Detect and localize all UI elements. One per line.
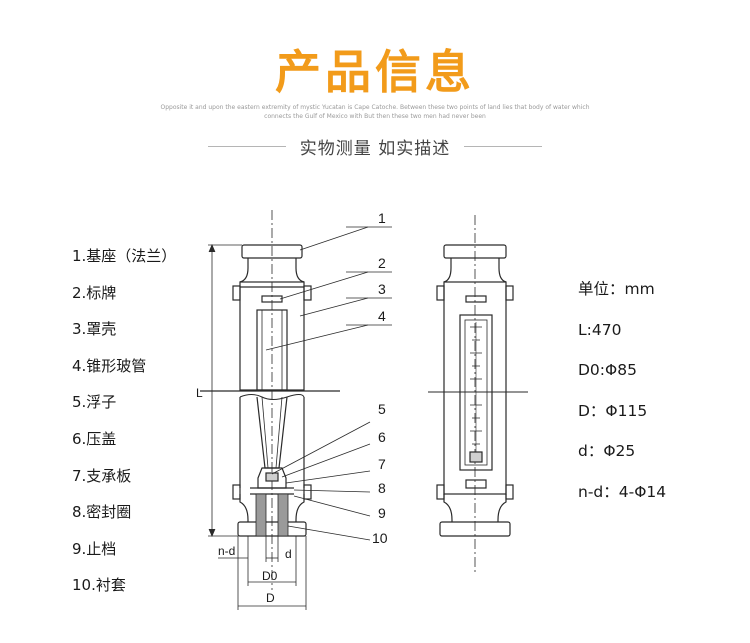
parts-list-item: 7.支承板 bbox=[72, 466, 132, 485]
callout-leaders bbox=[265, 226, 392, 541]
callout-5: 5 bbox=[378, 401, 386, 417]
callout-numbers: 1 2 3 4 5 6 7 8 9 10 bbox=[372, 210, 388, 546]
tagline: 实物测量 如实描述 bbox=[299, 139, 451, 159]
parts-list-item: 10.衬套 bbox=[72, 576, 126, 595]
english-subtitle: Opposite it and upon the eastern extremi… bbox=[110, 103, 640, 121]
side-view bbox=[428, 215, 528, 575]
front-view bbox=[200, 210, 340, 590]
sight-window bbox=[459, 314, 493, 471]
glass-tube bbox=[256, 309, 288, 391]
parts-list-item: 9.止档 bbox=[72, 539, 117, 558]
dimension-labels: L n-d d D0 D bbox=[196, 386, 292, 605]
dimension-label-nd: n-d bbox=[218, 544, 235, 558]
spec-item: L:470 bbox=[578, 320, 622, 339]
spec-item: d：Φ25 bbox=[578, 442, 636, 460]
tagline-rule-right bbox=[464, 146, 543, 147]
callout-10: 10 bbox=[372, 530, 388, 546]
dimension-label-D: D bbox=[266, 591, 275, 605]
parts-list-item: 3.罩壳 bbox=[72, 320, 117, 339]
tagline-rule-left bbox=[207, 146, 286, 147]
callout-7: 7 bbox=[378, 456, 386, 472]
parts-list-item: 4.锥形玻管 bbox=[72, 356, 147, 375]
callout-3: 3 bbox=[378, 281, 386, 297]
spec-list: 单位：mm L:470 D0:Φ85 D：Φ115 d：Φ25 n-d：4-Φ1… bbox=[578, 278, 666, 521]
parts-list-item: 1.基座（法兰） bbox=[72, 247, 177, 265]
float bbox=[265, 472, 279, 482]
bottom-dimensions bbox=[218, 536, 307, 610]
dimension-label-D0: D0 bbox=[262, 569, 278, 583]
tagline-row: 实物测量 如实描述 bbox=[0, 134, 750, 159]
callout-9: 9 bbox=[378, 505, 386, 521]
spec-item: n-d：4-Φ14 bbox=[578, 482, 667, 501]
spec-item: 单位：mm bbox=[578, 280, 655, 298]
parts-list-item: 5.浮子 bbox=[72, 393, 117, 412]
parts-list-item: 6.压盖 bbox=[72, 429, 117, 448]
product-info-panel: 1.基座（法兰） 2.标牌 3.罩壳 4.锥形玻管 5.浮子 6.压盖 7.支承… bbox=[0, 190, 750, 643]
top-flange bbox=[241, 244, 303, 259]
english-subtitle-line-2: connects the Gulf of Mexico with But the… bbox=[264, 113, 486, 120]
dimension-L bbox=[208, 243, 242, 538]
liner bbox=[277, 493, 289, 537]
flowmeter-technical-drawing: 1 2 3 4 5 6 7 8 9 10 L n-d d D0 D bbox=[196, 210, 528, 610]
bolt-boss bbox=[303, 285, 312, 301]
spec-item: D0:Φ85 bbox=[578, 361, 637, 379]
nameplate bbox=[261, 295, 283, 303]
parts-list-item: 2.标牌 bbox=[72, 283, 117, 302]
callout-2: 2 bbox=[378, 255, 386, 271]
header-banner: 产品信息 Opposite it and upon the eastern ex… bbox=[0, 0, 750, 190]
english-subtitle-line-1: Opposite it and upon the eastern extremi… bbox=[160, 104, 590, 111]
page-title: 产品信息 bbox=[275, 45, 475, 99]
parts-list-item: 8.密封圈 bbox=[72, 503, 132, 522]
bolt-boss bbox=[232, 484, 241, 500]
parts-list: 1.基座（法兰） 2.标牌 3.罩壳 4.锥形玻管 5.浮子 6.压盖 7.支承… bbox=[72, 245, 176, 611]
bolt-boss bbox=[232, 285, 241, 301]
callout-6: 6 bbox=[378, 429, 386, 445]
spec-item: D：Φ115 bbox=[578, 401, 648, 420]
bolt-boss bbox=[303, 484, 312, 500]
float-indicator bbox=[469, 451, 483, 463]
dimension-label-L: L bbox=[196, 386, 203, 400]
liner bbox=[255, 493, 267, 537]
callout-8: 8 bbox=[378, 480, 386, 496]
callout-4: 4 bbox=[378, 308, 386, 324]
callout-1: 1 bbox=[378, 210, 386, 226]
dimension-label-d: d bbox=[285, 547, 292, 561]
